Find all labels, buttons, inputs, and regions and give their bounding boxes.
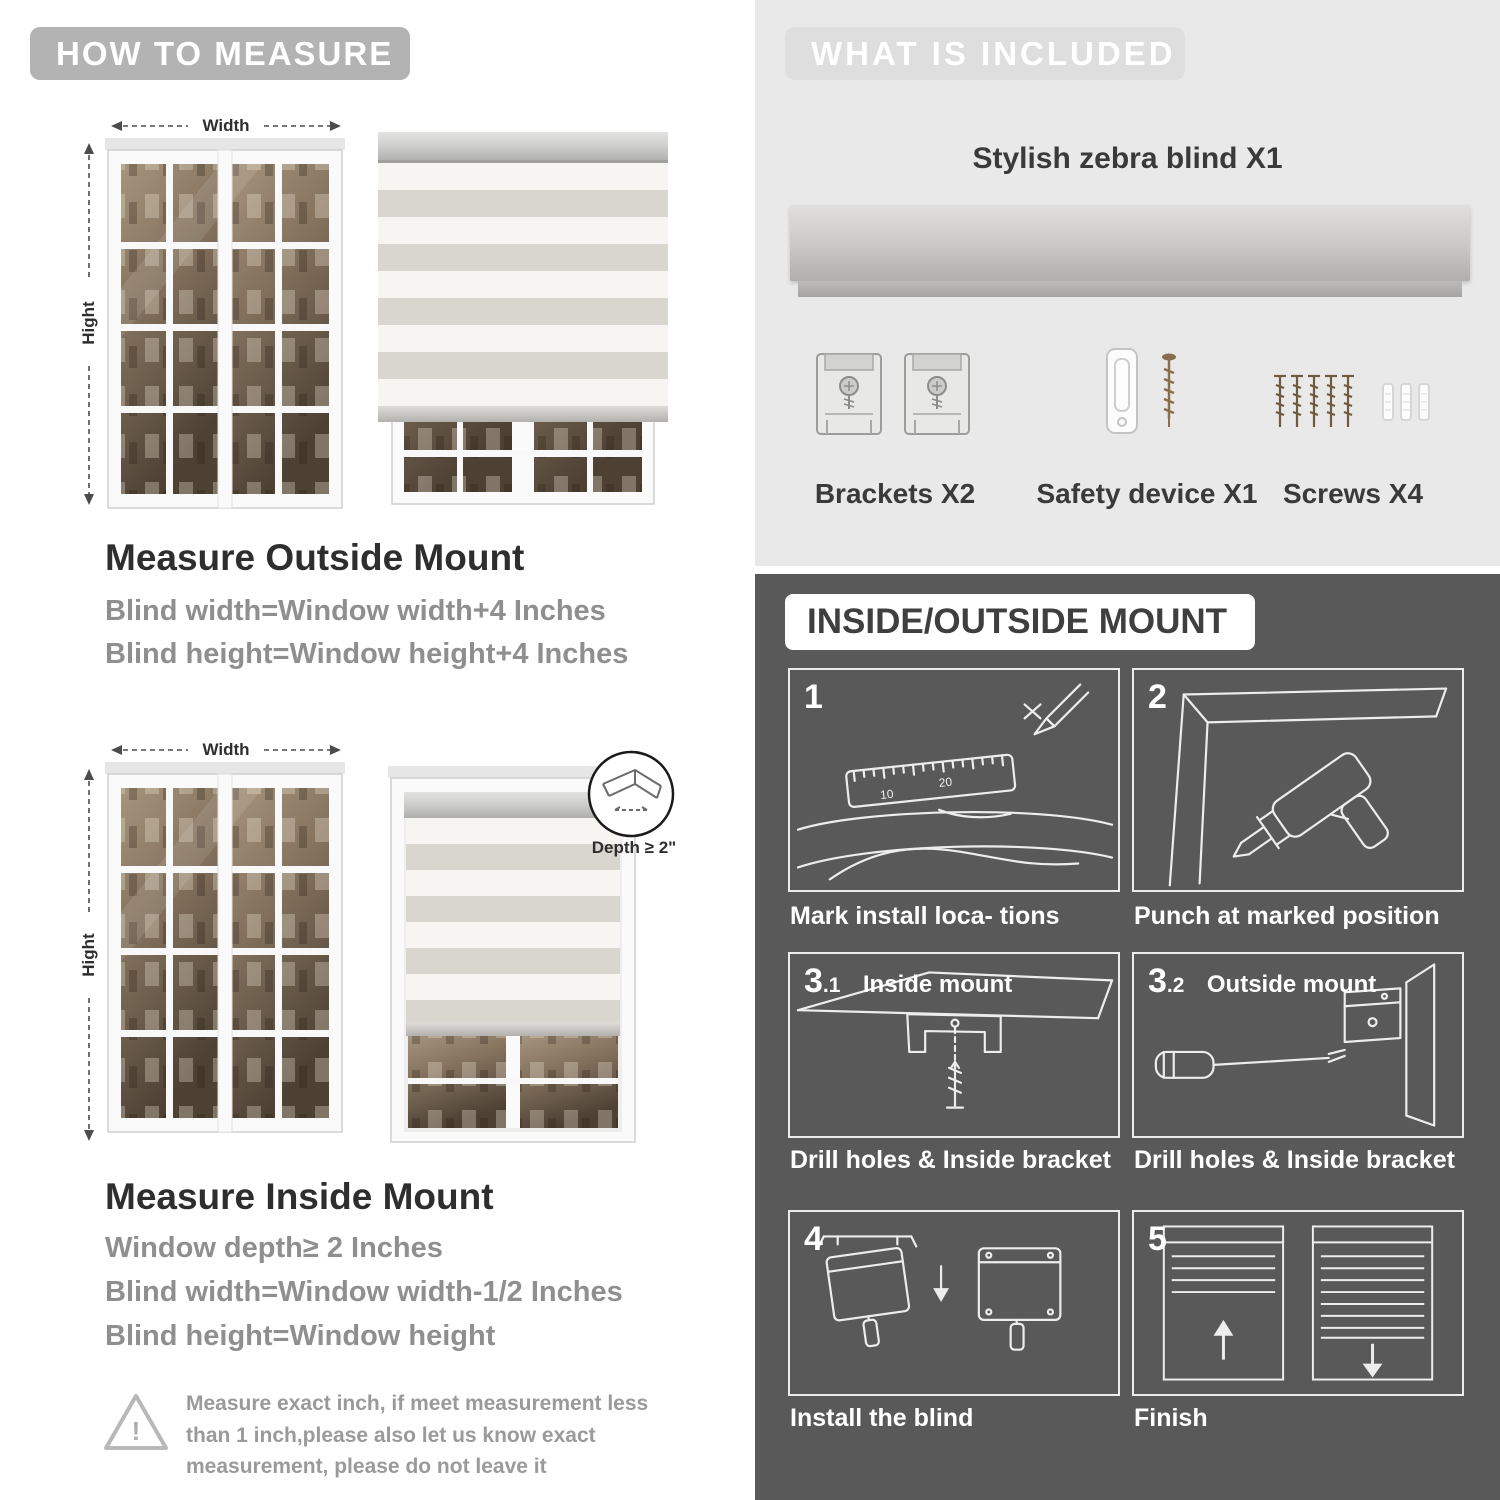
- ruler-mark-10: 10: [879, 787, 894, 802]
- depth-label: Depth ≥ 2": [591, 838, 677, 857]
- step-caption-2: Punch at marked position: [1134, 902, 1440, 930]
- zebra-blind-outside-illustration: [378, 132, 668, 505]
- window-illustration: [105, 138, 345, 509]
- depth-detail-circle: [587, 750, 675, 838]
- safety-device-icon: [1106, 348, 1176, 434]
- safety-device-label: Safety device X1: [1036, 478, 1258, 509]
- height-arrow: Hight: [79, 143, 98, 505]
- screws-icon: [1274, 374, 1430, 429]
- step-number: 5: [1148, 1220, 1167, 1258]
- how-to-measure-header: HOW TO MEASURE: [30, 27, 410, 80]
- ruler-mark-20: 20: [938, 775, 953, 790]
- blind-headrail-valance: [798, 281, 1462, 297]
- step-number: 1: [804, 678, 823, 716]
- step-panel-3-2: 3.2 Outside mount: [1132, 952, 1464, 1138]
- step-number: 2: [1148, 678, 1167, 716]
- step-number: 3.2 Outside mount: [1148, 962, 1377, 1000]
- inside-mount-line1: Window depth≥ 2 Inches: [105, 1232, 443, 1264]
- step-title: Outside mount: [1206, 971, 1377, 998]
- outside-bracket-illustration: [1154, 963, 1436, 1127]
- how-to-measure-label: HOW TO MEASURE: [56, 34, 394, 72]
- step-panel-3-1: 3.1 Inside mount: [788, 952, 1120, 1138]
- height-arrow-label: Hight: [79, 301, 98, 345]
- step-panel-2: 2: [1132, 668, 1464, 892]
- inside-mount-line3: Blind height=Window height: [105, 1320, 496, 1352]
- inside-mount-title: Measure Inside Mount: [105, 1176, 494, 1217]
- brackets-label: Brackets X2: [814, 478, 976, 509]
- inside-outside-mount-header: INSIDE/OUTSIDE MOUNT: [785, 594, 1255, 650]
- step-panel-5: 5: [1132, 1210, 1464, 1396]
- step-caption-5: Finish: [1134, 1404, 1208, 1432]
- what-is-included-header: WHAT IS INCLUDED: [785, 27, 1185, 80]
- width-arrow: Width: [111, 116, 341, 135]
- outside-mount-title: Measure Outside Mount: [105, 537, 525, 578]
- zebra-blind-inside-illustration: [388, 766, 638, 1143]
- step-panel-1: 1 10 20: [788, 668, 1120, 892]
- step-caption-3-2: Drill holes & Inside bracket: [1134, 1146, 1455, 1174]
- step-panel-4: 4: [788, 1210, 1120, 1396]
- what-is-included-label: WHAT IS INCLUDED: [811, 34, 1176, 72]
- inside-mount-line2: Blind width=Window width-1/2 Inches: [105, 1276, 623, 1308]
- inside-bracket-illustration: [796, 971, 1114, 1109]
- inside-outside-mount-label: INSIDE/OUTSIDE MOUNT: [807, 602, 1228, 641]
- blind-headrail-image: [790, 205, 1470, 281]
- height-arrow: Hight: [79, 769, 98, 1141]
- screws-label: Screws X4: [1282, 478, 1424, 509]
- punch-holes-illustration: [1168, 687, 1448, 887]
- blind-item-label: Stylish zebra blind X1: [972, 142, 1283, 175]
- mount-section: INSIDE/OUTSIDE MOUNT: [755, 574, 1500, 1500]
- included-section: WHAT IS INCLUDED Stylish zebra blind X1: [755, 0, 1500, 566]
- outside-mount-line1: Blind width=Window width+4 Inches: [105, 595, 606, 627]
- width-arrow-label: Width: [202, 116, 249, 135]
- step-number: 4: [804, 1220, 823, 1258]
- step-caption-3-1: Drill holes & Inside bracket: [790, 1146, 1111, 1174]
- height-arrow-label: Hight: [79, 933, 98, 977]
- warning-text: Measure exact inch, if meet measurement …: [186, 1392, 649, 1478]
- step-number: 3.1 Inside mount: [804, 962, 1013, 1000]
- width-arrow: Width: [111, 740, 341, 759]
- finish-illustration: [1162, 1225, 1434, 1381]
- window-illustration: [105, 762, 345, 1133]
- mark-locations-illustration: 10 20: [796, 683, 1114, 881]
- warning-triangle-icon: !: [104, 1394, 168, 1450]
- step-caption-1: Mark install loca- tions: [790, 902, 1060, 930]
- step-caption-4: Install the blind: [790, 1404, 974, 1432]
- brackets-icon: [816, 353, 970, 435]
- warning-mark: !: [132, 1416, 141, 1446]
- install-blind-illustration: [817, 1235, 1062, 1351]
- width-arrow-label: Width: [202, 740, 249, 759]
- step-title: Inside mount: [862, 971, 1013, 998]
- outside-mount-line2: Blind height=Window height+4 Inches: [105, 638, 629, 670]
